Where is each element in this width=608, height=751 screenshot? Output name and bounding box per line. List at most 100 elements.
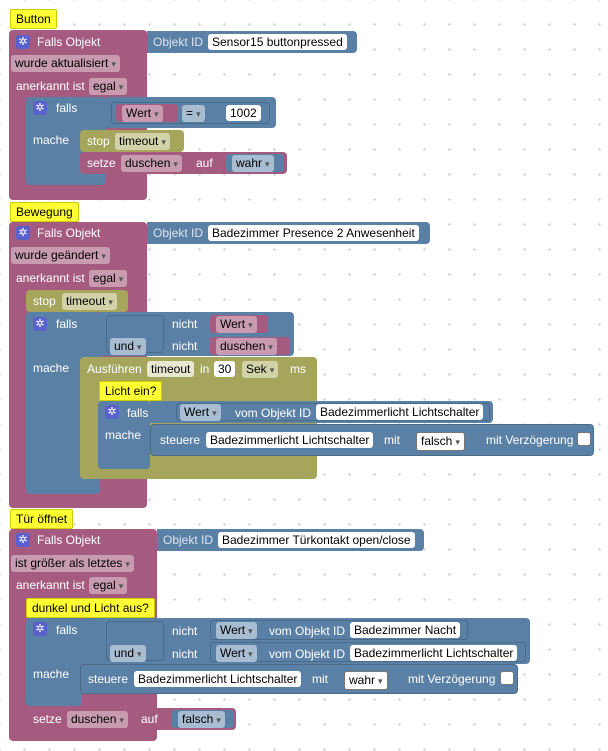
- dropdown-arrow-icon: ▾: [154, 109, 159, 119]
- then-label: mache: [33, 667, 70, 681]
- comment-light-on[interactable]: Licht ein?: [99, 381, 163, 401]
- value-dropdown[interactable]: Wert▾: [122, 105, 163, 122]
- gear-icon[interactable]: ✲: [33, 622, 47, 636]
- stop-dropdown[interactable]: timeout▾: [115, 133, 170, 150]
- ack-dropdown[interactable]: egal▾: [89, 270, 128, 287]
- var-dropdown[interactable]: duschen▾: [216, 338, 277, 355]
- attr-value: Wert: [220, 646, 246, 660]
- comment-button[interactable]: Button: [10, 9, 57, 29]
- bool-value: falsch: [182, 712, 214, 726]
- ack-dropdown[interactable]: egal▾: [89, 78, 128, 95]
- control-label: steuere: [88, 672, 129, 686]
- if-label: falls: [56, 317, 78, 331]
- comment-motion[interactable]: Bewegung: [10, 202, 79, 222]
- delay-checkbox[interactable]: [500, 671, 514, 685]
- event-dropdown[interactable]: wurde aktualisiert▾: [11, 55, 120, 72]
- bool-dropdown[interactable]: wahr▾: [232, 155, 274, 172]
- delay-label: mit Verzögerung: [486, 433, 574, 447]
- ack-value: egal: [93, 578, 116, 592]
- set-to-label: auf: [196, 156, 213, 170]
- delay-number-field[interactable]: 30: [214, 361, 236, 377]
- dropdown-arrow-icon: ▾: [137, 649, 142, 659]
- gear-icon[interactable]: ✲: [16, 35, 30, 49]
- objid-label: Objekt ID: [163, 533, 214, 547]
- event-value: wurde geändert: [15, 248, 99, 262]
- dropdown-arrow-icon: ▾: [378, 676, 383, 686]
- gear-icon[interactable]: ✲: [33, 101, 47, 115]
- bool-dropdown[interactable]: wahr▾: [344, 671, 388, 690]
- event-value: ist größer als letztes: [15, 556, 123, 570]
- dropdown-arrow-icon: ▾: [196, 109, 201, 119]
- exec-label: Ausführen: [87, 362, 142, 376]
- dropdown-arrow-icon: ▾: [101, 251, 106, 261]
- attr-dropdown[interactable]: Wert▾: [180, 404, 221, 421]
- stop-value: timeout: [66, 294, 106, 308]
- gear-icon[interactable]: ✲: [105, 405, 119, 419]
- of-object-label: vom Objekt ID: [269, 624, 346, 638]
- ack-label: anerkannt ist: [16, 271, 85, 285]
- bool-value: wahr: [236, 156, 263, 170]
- event-dropdown[interactable]: wurde geändert▾: [11, 247, 110, 264]
- ack-dropdown[interactable]: egal▾: [89, 577, 128, 594]
- set-var: duschen: [125, 156, 171, 170]
- attr-dropdown[interactable]: Wert▾: [216, 645, 257, 662]
- value-dropdown[interactable]: Wert▾: [216, 316, 257, 333]
- comment-door[interactable]: Tür öffnet: [10, 509, 74, 529]
- ack-label: anerkannt ist: [16, 79, 85, 93]
- not-label: nicht: [172, 624, 198, 638]
- dropdown-arrow-icon: ▾: [248, 626, 253, 636]
- objid-label: Objekt ID: [153, 35, 204, 49]
- comment-dark-light-off[interactable]: dunkel und Licht aus?: [26, 598, 155, 618]
- dropdown-arrow-icon: ▾: [119, 715, 124, 725]
- then-label: mache: [33, 133, 70, 147]
- trigger-label: Falls Objekt: [37, 533, 101, 547]
- and-value: und: [114, 339, 135, 353]
- dropdown-arrow-icon: ▾: [268, 342, 273, 352]
- dropdown-arrow-icon: ▾: [173, 159, 178, 169]
- not-label: nicht: [172, 339, 198, 353]
- unit-dropdown[interactable]: Sek▾: [242, 361, 279, 378]
- dropdown-arrow-icon: ▾: [118, 581, 124, 591]
- dropdown-arrow-icon: ▾: [216, 715, 221, 725]
- dropdown-arrow-icon: ▾: [137, 342, 142, 352]
- dropdown-arrow-icon: ▾: [265, 159, 270, 169]
- gear-icon[interactable]: ✲: [16, 226, 30, 240]
- stop-label: stop: [33, 294, 56, 308]
- then-label: mache: [33, 361, 70, 375]
- operator-dropdown[interactable]: =▾: [182, 105, 205, 122]
- timeout-name-field[interactable]: timeout: [147, 361, 195, 377]
- unit-value: Sek: [246, 362, 267, 376]
- objid-field[interactable]: Badezimmer Türkontakt open/close: [218, 532, 415, 548]
- not-label: nicht: [172, 317, 198, 331]
- dropdown-arrow-icon: ▾: [248, 320, 253, 330]
- if-label: falls: [56, 623, 78, 637]
- objid-field[interactable]: Badezimmer Presence 2 Anwesenheit: [208, 225, 419, 241]
- objid-field[interactable]: Badezimmerlicht Lichtschalter: [316, 404, 484, 420]
- and-dropdown[interactable]: und▾: [110, 645, 146, 662]
- bool-dropdown[interactable]: falsch▾: [416, 432, 465, 451]
- control-obj-field[interactable]: Badezimmerlicht Lichtschalter: [134, 671, 302, 687]
- attr-value: Wert: [220, 623, 246, 637]
- delay-checkbox[interactable]: [577, 432, 591, 446]
- gear-icon[interactable]: ✲: [16, 533, 30, 547]
- stop-dropdown[interactable]: timeout▾: [62, 293, 117, 310]
- dropdown-arrow-icon: ▾: [108, 297, 113, 307]
- number-field[interactable]: 1002: [226, 105, 261, 121]
- var-dropdown[interactable]: duschen▾: [121, 155, 182, 172]
- var-dropdown[interactable]: duschen▾: [67, 711, 128, 728]
- exec-in-label: in: [200, 362, 210, 376]
- bool-dropdown[interactable]: falsch▾: [178, 711, 225, 728]
- and-dropdown[interactable]: und▾: [110, 338, 146, 355]
- cond-left: Wert: [126, 106, 152, 120]
- with-label: mit: [312, 672, 328, 686]
- dropdown-arrow-icon: ▾: [455, 437, 460, 447]
- objid-field[interactable]: Sensor15 buttonpressed: [208, 34, 347, 50]
- dropdown-arrow-icon: ▾: [212, 408, 217, 418]
- control-obj-field[interactable]: Badezimmerlicht Lichtschalter: [206, 432, 374, 448]
- not-label: nicht: [172, 647, 198, 661]
- gear-icon[interactable]: ✲: [33, 317, 47, 331]
- attr-dropdown[interactable]: Wert▾: [216, 622, 257, 639]
- event-dropdown[interactable]: ist größer als letztes▾: [11, 555, 134, 572]
- objid-field-night[interactable]: Badezimmer Nacht: [350, 622, 461, 638]
- objid-field-switch[interactable]: Badezimmerlicht Lichtschalter: [350, 645, 518, 661]
